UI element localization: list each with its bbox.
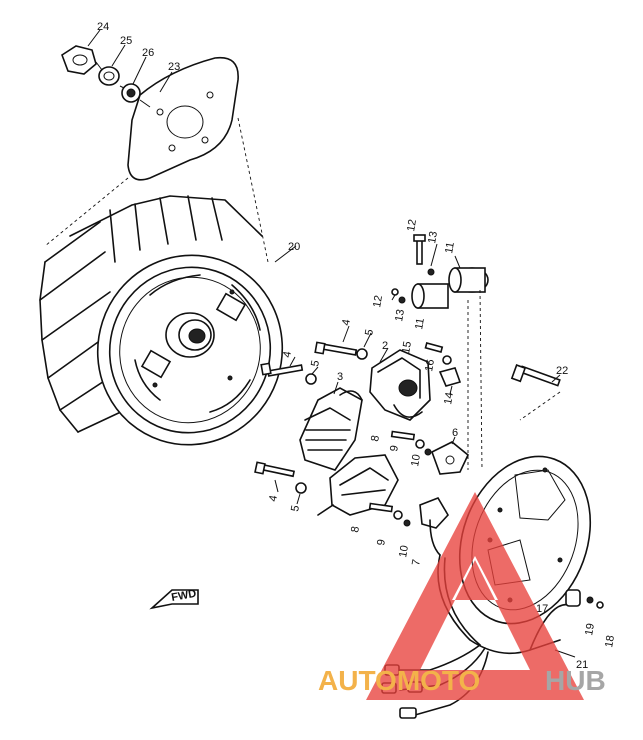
flywheel-20 (39, 195, 284, 446)
coil-lower (317, 454, 399, 516)
screw-4-bottom (254, 461, 296, 478)
part-label-4c: 4 (267, 494, 280, 502)
part-label-10a: 10 (409, 453, 423, 467)
screw-18 (596, 601, 604, 609)
part-label-9a: 9 (388, 444, 401, 452)
screw-8-upper (390, 430, 416, 441)
grommet-17 (565, 589, 581, 607)
part-label-19: 19 (583, 622, 597, 636)
part-label-26: 26 (142, 47, 154, 59)
part-label-4a: 4 (281, 350, 294, 358)
breaker-6 (431, 441, 469, 475)
part-label-5b: 5 (363, 328, 376, 336)
part-label-25: 25 (120, 35, 132, 47)
screw-15 (424, 342, 444, 353)
part-label-21: 21 (576, 659, 588, 671)
condenser-11-left (411, 283, 449, 309)
part-label-5a: 5 (309, 359, 322, 367)
screw-22 (510, 364, 561, 387)
washer-16 (442, 355, 452, 365)
fwd-label: FWD (170, 588, 197, 604)
part-label-12b: 12 (371, 294, 385, 308)
washer-19 (586, 596, 594, 604)
part-label-20: 20 (288, 241, 300, 253)
part-label-24: 24 (97, 21, 109, 33)
part-label-14: 14 (442, 391, 456, 405)
part-label-6: 6 (452, 427, 458, 439)
washer-13-top (427, 268, 435, 276)
screw-8-lower (368, 502, 394, 513)
part-label-7: 7 (410, 558, 423, 566)
part-label-12a: 12 (405, 218, 419, 232)
washer-9-lower (393, 510, 403, 520)
coil-3 (299, 387, 363, 471)
part-label-4b: 4 (340, 318, 353, 326)
part-label-13a: 13 (426, 230, 440, 244)
leader-25 (111, 44, 126, 67)
part-label-8b: 8 (349, 525, 362, 533)
washer-9-upper (415, 439, 425, 449)
washer-26 (121, 83, 141, 103)
part-number-labels: 2425262320121311121311452453151614228910… (97, 21, 617, 671)
part-label-11a: 11 (443, 241, 457, 254)
leader-24 (87, 29, 101, 47)
part-label-22: 22 (556, 365, 568, 377)
part-label-5c: 5 (289, 504, 302, 512)
washer-5-left (305, 373, 317, 385)
screw-4-left (260, 362, 304, 377)
part-label-23: 23 (168, 61, 180, 73)
part-label-9b: 9 (375, 538, 388, 546)
washer-25 (98, 66, 120, 86)
screw-12-mid (391, 288, 399, 296)
screw-12-top (413, 234, 426, 265)
condenser-11-right (448, 267, 489, 293)
washer-5-bottom (295, 482, 307, 494)
gasket-23 (127, 56, 239, 181)
leader-23 (159, 71, 173, 93)
washer-10-lower (403, 519, 411, 527)
screw-4-top (314, 341, 358, 356)
part-label-10b: 10 (397, 544, 411, 558)
watermark-text-automoto: AUTOMOTO (318, 665, 480, 696)
washer-10-upper (424, 448, 432, 456)
watermark-text-hub: HUB (545, 665, 606, 696)
fwd-arrow-marker: FWD (149, 588, 199, 610)
coil-2 (369, 349, 431, 421)
leader-26 (132, 56, 147, 85)
contact-14 (438, 367, 462, 387)
part-label-8a: 8 (369, 434, 382, 442)
part-label-17: 17 (536, 603, 548, 615)
nut-24 (61, 45, 97, 75)
washer-5-top (356, 348, 368, 360)
breaker-7 (419, 497, 449, 529)
part-label-13b: 13 (393, 308, 407, 322)
part-label-18: 18 (603, 634, 617, 648)
part-label-15: 15 (400, 340, 414, 354)
watermark-logo (366, 492, 584, 700)
part-label-16: 16 (423, 358, 437, 372)
part-label-11b: 11 (413, 317, 427, 330)
washer-13-mid (398, 296, 406, 304)
part-label-3: 3 (337, 371, 343, 383)
leader-20 (274, 245, 297, 263)
part-label-2: 2 (382, 340, 388, 352)
